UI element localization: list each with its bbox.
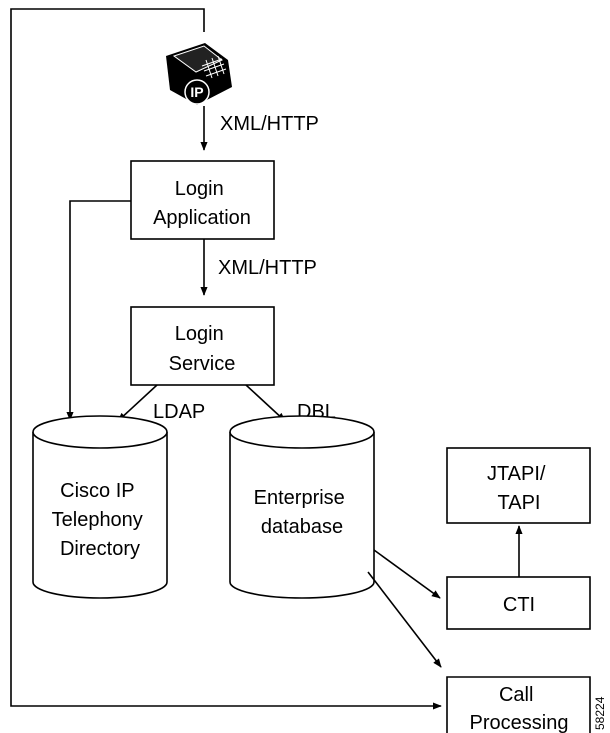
ip-phone-icon	[166, 43, 232, 105]
figure-id: 58224	[593, 696, 607, 730]
jtapi-line-1: JTAPI/	[487, 463, 546, 485]
directory-database-cylinder	[32, 415, 168, 599]
directory-line-1: Cisco IP	[60, 480, 134, 502]
call-processing-line-2: Processing	[470, 712, 569, 733]
jtapi-line-2: TAPI	[498, 492, 541, 514]
login-service-line-2: Service	[169, 353, 236, 375]
enterprise-to-cti-arrow	[373, 549, 441, 599]
login-service-label: Login Service	[169, 323, 236, 375]
call-processing-line-1: Call	[499, 684, 533, 706]
login-application-label: Login Application	[153, 178, 251, 229]
jtapi-tapi-label: JTAPI/ TAPI	[487, 463, 551, 514]
directory-line-2: Telephony	[52, 509, 143, 531]
login-service-to-enterprise-arrow	[245, 384, 286, 422]
call-processing-label: Call Processing	[470, 684, 569, 733]
login-service-to-directory-arrow	[117, 384, 158, 422]
cti-label: CTI	[503, 594, 535, 616]
login-application-box	[130, 160, 275, 240]
jtapi-tapi-box	[446, 447, 591, 524]
directory-label: Cisco IP Telephony Directory	[52, 480, 149, 560]
xml-http-label-1: XML/HTTP	[220, 113, 319, 135]
phone-to-call-processing-connector	[10, 8, 442, 710]
login-application-line-1: Login	[175, 178, 224, 200]
call-processing-box	[446, 676, 591, 733]
enterprise-line-1: Enterprise	[254, 487, 345, 509]
login-service-box	[130, 306, 275, 386]
login-application-to-directory-arrow	[66, 200, 131, 421]
ip-badge-label: IP	[190, 84, 203, 100]
directory-line-3: Directory	[60, 538, 140, 560]
enterprise-to-call-processing-arrow	[367, 571, 442, 668]
enterprise-database-label: Enterprise database	[254, 487, 351, 538]
enterprise-database-cylinder	[229, 415, 375, 599]
login-service-line-1: Login	[175, 323, 224, 345]
login-application-line-2: Application	[153, 207, 251, 229]
ldap-label: LDAP	[153, 401, 205, 423]
xml-http-label-2: XML/HTTP	[218, 257, 317, 279]
enterprise-line-2: database	[261, 516, 343, 538]
cti-box	[446, 576, 591, 630]
